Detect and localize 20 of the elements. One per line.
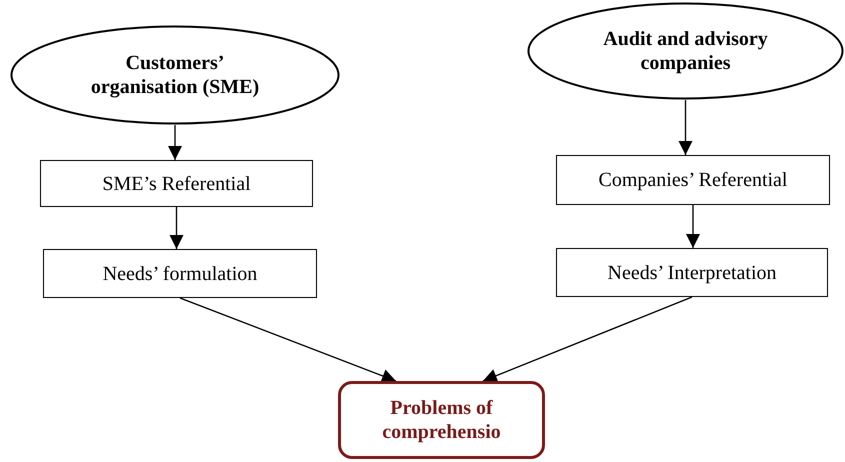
node-label: SME’s Referential xyxy=(102,172,251,196)
result-box xyxy=(338,381,545,459)
node-label: Audit and advisory companies xyxy=(602,27,769,75)
process-box xyxy=(556,155,830,205)
node-label: Needs’ Interpretation xyxy=(608,260,776,284)
node-label: Problems of comprehensio xyxy=(381,396,502,444)
process-box xyxy=(40,160,313,207)
arrow xyxy=(686,205,700,248)
process-box xyxy=(556,248,828,297)
arrow xyxy=(482,296,692,382)
process-box xyxy=(43,249,317,298)
ellipse-node xyxy=(527,2,844,100)
node-label: Needs’ formulation xyxy=(102,262,258,286)
arrow xyxy=(170,207,184,249)
ellipse-node xyxy=(10,25,340,125)
arrow xyxy=(180,297,396,382)
arrow xyxy=(678,100,692,155)
node-label: Customers’ organisation (SME) xyxy=(90,51,260,99)
node-label: Companies’ Referential xyxy=(598,168,788,192)
arrow xyxy=(168,125,182,160)
